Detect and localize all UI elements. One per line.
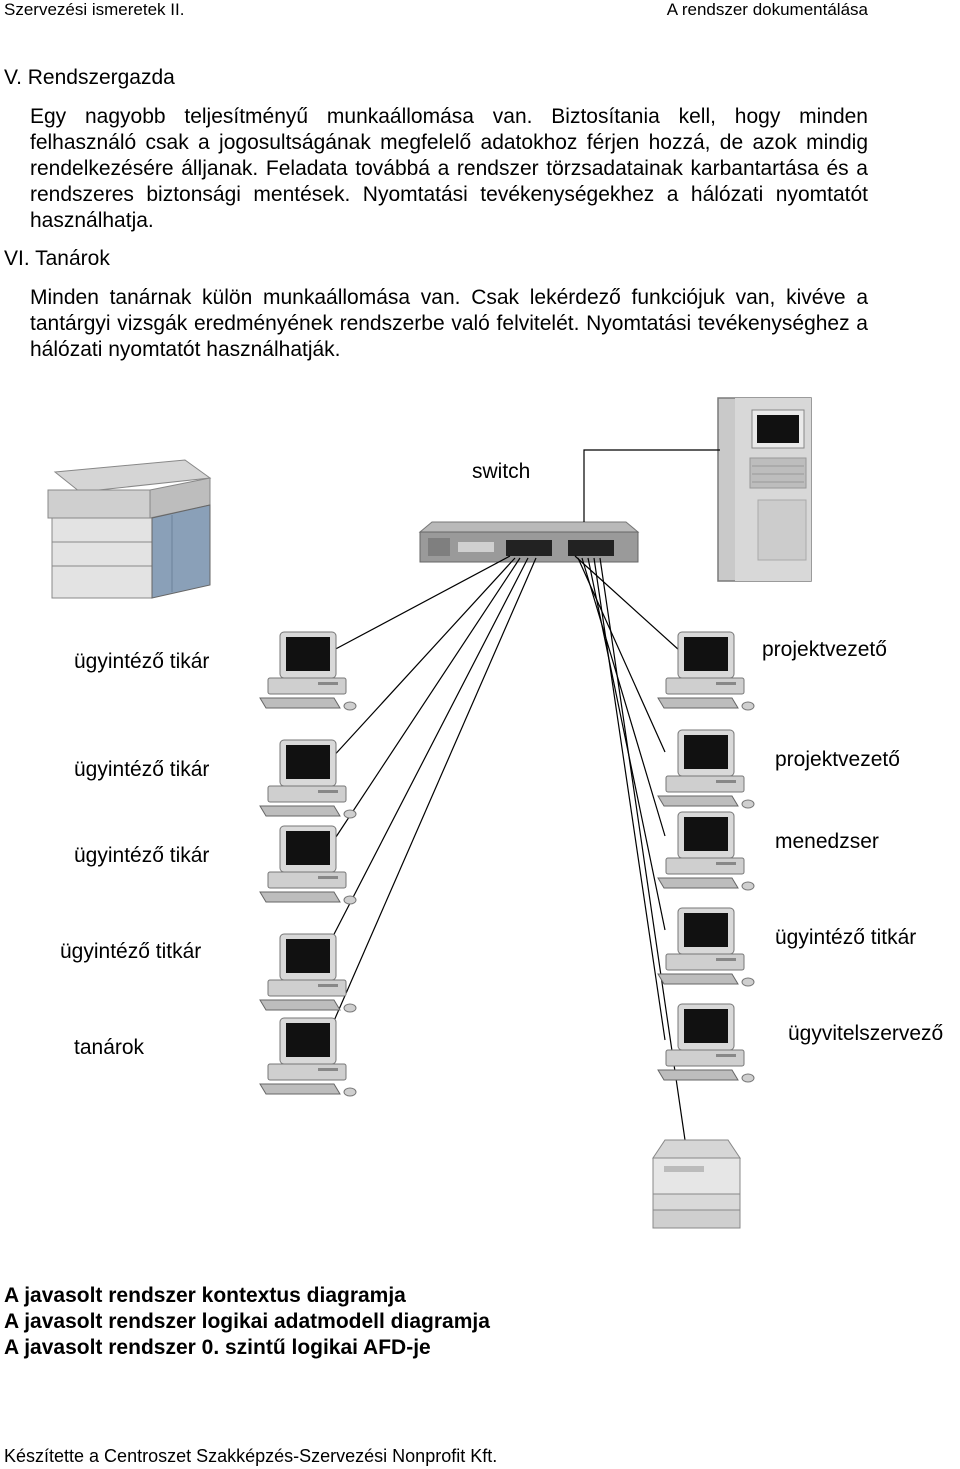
section-paragraph: Minden tanárnak külön munkaállomása van.… xyxy=(30,286,868,361)
workstation-label: menedzser xyxy=(775,830,879,853)
list-item: A javasolt rendszer 0. szintű logikai AF… xyxy=(4,1336,431,1359)
workstation-icon xyxy=(259,739,357,819)
switch-label: switch xyxy=(472,460,531,483)
list-item: A javasolt rendszer logikai adatmodell d… xyxy=(4,1310,490,1333)
workstation-label: ügyvitelszervező xyxy=(788,1022,944,1045)
section-paragraph: Egy nagyobb teljesítményű munkaállomása … xyxy=(30,105,868,232)
switch-icon xyxy=(418,521,640,563)
workstation-label: projektvezető xyxy=(762,638,887,661)
workstation-icon xyxy=(259,631,357,711)
network-printer-icon xyxy=(652,1139,741,1229)
workstation-label: tanárok xyxy=(74,1036,145,1059)
header-right: A rendszer dokumentálása xyxy=(666,0,868,19)
workstation-label: ügyintéző titkár xyxy=(60,940,202,963)
workstation-label: ügyintéző tikár xyxy=(74,650,210,673)
workstation-icon xyxy=(259,825,357,905)
workstation-label: ügyintéző titkár xyxy=(775,926,917,949)
header-left: Szervezési ismeretek II. xyxy=(4,0,185,19)
server-icon xyxy=(717,397,812,582)
workstation-icon xyxy=(657,729,755,809)
workstation-icon xyxy=(657,907,755,987)
workstation-icon xyxy=(259,1017,357,1097)
list-item: A javasolt rendszer kontextus diagramja xyxy=(4,1284,406,1307)
workstation-label: ügyintéző tikár xyxy=(74,758,210,781)
workstation-icon xyxy=(657,811,755,891)
section-heading: VI. Tanárok xyxy=(4,247,110,270)
network-cable xyxy=(329,449,720,1141)
workstation-icon xyxy=(259,933,357,1013)
workstation-label: projektvezető xyxy=(775,748,900,771)
workstation-label: ügyintéző tikár xyxy=(74,844,210,867)
page-footer: Készítette a Centroszet Szakképzés-Szerv… xyxy=(4,1446,498,1466)
printer-icon xyxy=(47,459,212,599)
section-heading: V. Rendszergazda xyxy=(4,66,175,89)
workstation-icon xyxy=(657,1003,755,1083)
